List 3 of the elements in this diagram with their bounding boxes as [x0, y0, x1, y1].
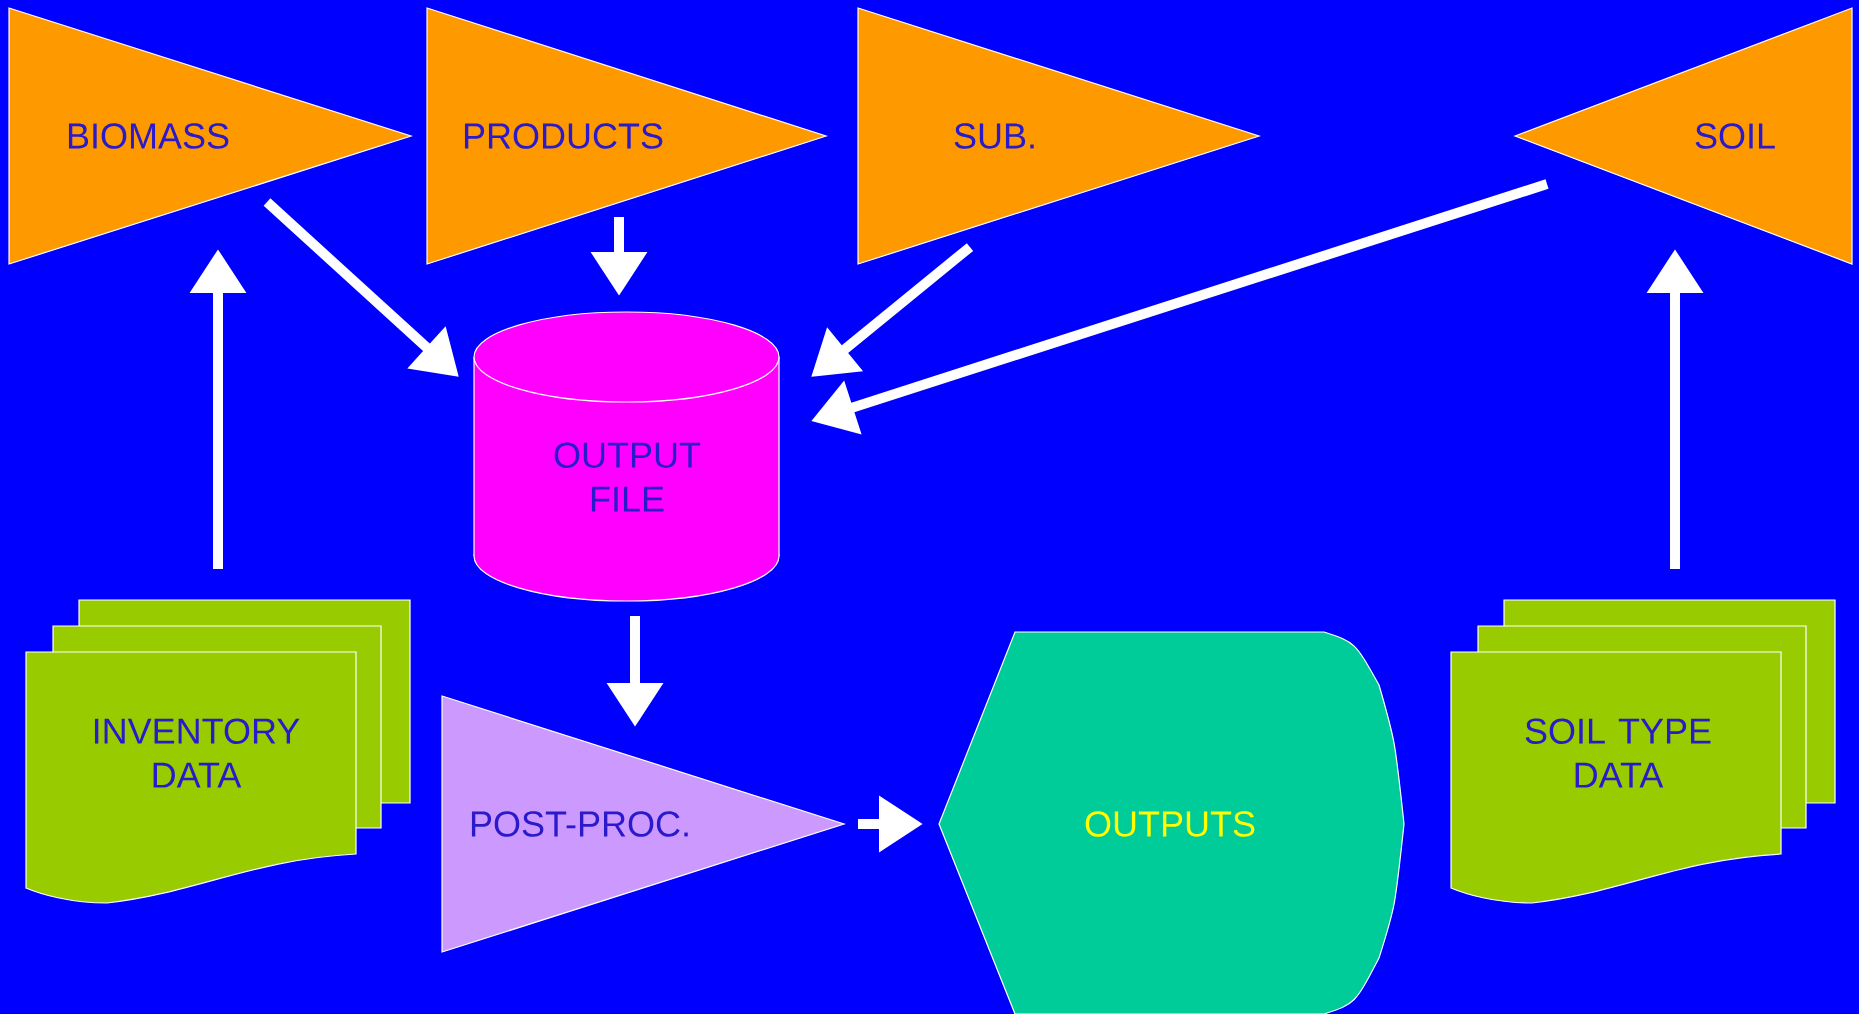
document-stack: SOIL TYPE DATA: [1450, 599, 1836, 904]
document-stack: INVENTORY DATA: [25, 599, 411, 904]
database-cylinder: OUTPUT FILE: [473, 311, 780, 602]
